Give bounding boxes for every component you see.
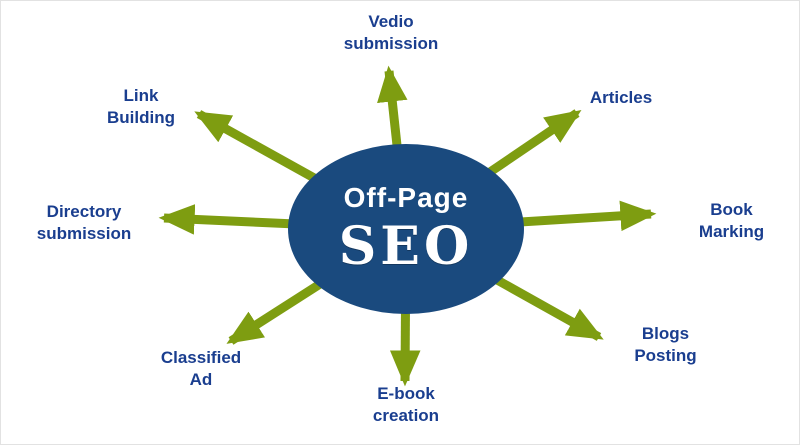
node-label-video-submission: Vedio submission xyxy=(343,12,439,54)
node-label-blogs-posting: Blogs Posting xyxy=(634,324,697,366)
node-label-classified-ad: Classified Ad xyxy=(160,348,242,390)
node-label-articles: Articles xyxy=(589,88,653,107)
node-label-book-marking: Book Marking xyxy=(698,200,765,242)
center-circle xyxy=(288,144,524,314)
node-label-ebook-creation: E-book creation xyxy=(372,384,440,426)
node-label-link-building: Link Building xyxy=(107,86,175,128)
node-label-directory-submission: Directory submission xyxy=(36,202,132,244)
